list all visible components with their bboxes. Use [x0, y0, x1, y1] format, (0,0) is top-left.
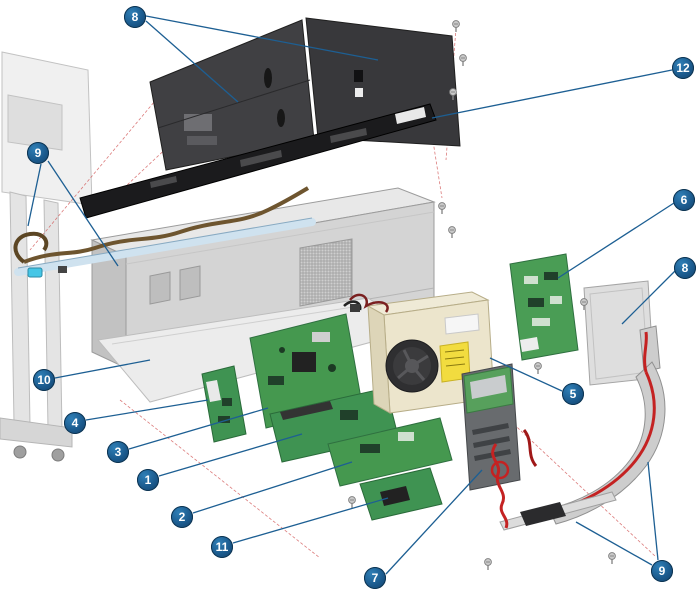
printer-body-left: [0, 51, 93, 462]
callout-main-pca-board: 3: [107, 441, 129, 463]
leader-lines: [27, 15, 676, 575]
callout-power-supply-unit: 5: [562, 383, 584, 405]
callout-bracket-panel: 7: [364, 567, 386, 589]
interconnect-board: [509, 253, 579, 361]
board-eleven: [359, 467, 443, 521]
callout-board-two: 2: [171, 506, 193, 528]
callout-interconnect-board: 6: [673, 189, 695, 211]
board-two: [327, 417, 453, 487]
callout-rear-trim-strip: 12: [672, 57, 694, 79]
callout-board-one: 1: [137, 469, 159, 491]
red-cables: [490, 429, 538, 529]
callout-left-tubes: 9: [27, 142, 49, 164]
left-tubes: [13, 186, 316, 278]
board-one: [269, 387, 399, 463]
callout-right-side-cover: 8: [674, 257, 696, 279]
bracket-panel: [461, 363, 521, 491]
small-pca-board: [201, 365, 247, 443]
callout-board-eleven: 11: [211, 536, 233, 558]
callout-right-arc-cable: 9: [651, 560, 673, 582]
callout-top-cover-panels: 8: [124, 6, 146, 28]
right-arc-cable: [499, 325, 666, 531]
callout-small-pca-board: 4: [64, 412, 86, 434]
callout-bottom-tray: 10: [33, 369, 55, 391]
rear-trim-strip: [79, 103, 437, 219]
